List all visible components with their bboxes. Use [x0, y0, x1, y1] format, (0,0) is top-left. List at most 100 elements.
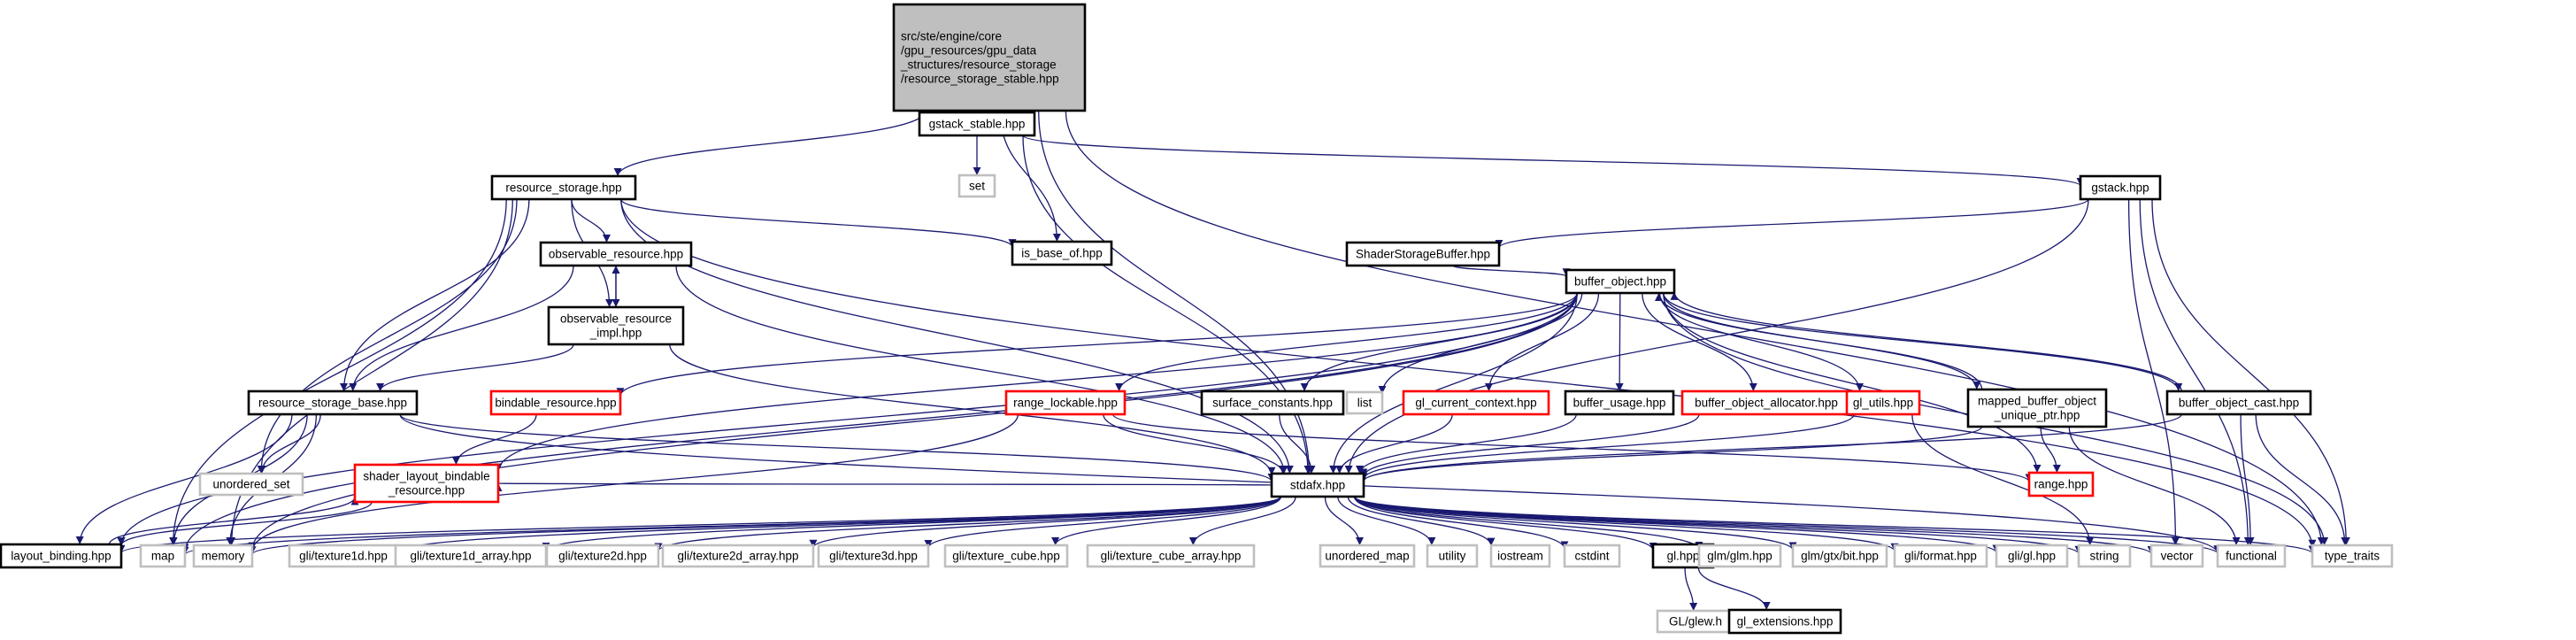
node-string[interactable]: string [2077, 544, 2132, 568]
dependency-edge [2240, 413, 2255, 546]
node-resource-storage[interactable]: resource_storage.hpp [490, 174, 637, 201]
node-layout-binding[interactable]: layout_binding.hpp [0, 543, 123, 569]
dependency-edge [1103, 413, 1288, 474]
node-buffer-object[interactable]: buffer_object.hpp [1565, 268, 1676, 295]
node-texture1d[interactable]: gli/texture1d.hpp [288, 544, 399, 568]
node-list[interactable]: list [1345, 390, 1384, 415]
node-label: _resource.hpp [388, 484, 465, 497]
node-stdafx[interactable]: stdafx.hpp [1270, 472, 1365, 498]
edge-buffer_object-to-gl_current_context [1485, 292, 1600, 392]
dependency-edge [620, 198, 1294, 474]
node-box [2077, 544, 2132, 568]
node-box [192, 544, 254, 568]
node-functional[interactable]: functional [2216, 544, 2287, 568]
node-texture2d-array[interactable]: gli/texture2d_array.hpp [661, 544, 815, 568]
node-surface-constants[interactable]: surface_constants.hpp [1200, 389, 1345, 416]
node-texture-cube[interactable]: gli/texture_cube.hpp [943, 544, 1069, 568]
node-label: gl_current_context.hpp [1415, 397, 1536, 410]
node-label: unordered_map [1325, 550, 1409, 563]
node-glm[interactable]: glm/glm.hpp [1697, 544, 1782, 568]
node-label: _structures/resource_storage [900, 58, 1057, 72]
node-gli-gl[interactable]: gli/gl.hpp [1995, 544, 2069, 568]
dependency-edge [809, 496, 1282, 549]
node-range-lockable[interactable]: range_lockable.hpp [1004, 389, 1127, 416]
node-set[interactable]: set [957, 173, 996, 198]
node-iostream[interactable]: iostream [1489, 544, 1551, 568]
node-unordered-set[interactable]: unordered_set [198, 472, 304, 497]
node-box [1086, 544, 1256, 568]
node-shader-layout-bindable[interactable]: shader_layout_bindable_resource.hpp [353, 463, 500, 504]
dependency-edge [1911, 413, 2095, 546]
node-buffer-usage[interactable]: buffer_usage.hpp [1564, 389, 1675, 416]
node-box [817, 544, 930, 568]
node-label: vector [2161, 550, 2194, 563]
node-observable-resource[interactable]: observable_resource.hpp [539, 241, 693, 267]
node-mapped-buffer-object[interactable]: mapped_buffer_object_unique_ptr.hpp [1966, 388, 2108, 428]
node-box [139, 544, 187, 568]
dependency-edge [1111, 413, 2034, 482]
node-is-base-of[interactable]: is_base_of.hpp [1011, 240, 1113, 266]
dependency-edge [542, 496, 1282, 551]
node-label: gli/format.hpp [1904, 550, 1977, 563]
node-utility[interactable]: utility [1426, 544, 1479, 568]
node-texture2d[interactable]: gli/texture2d.hpp [545, 544, 660, 568]
dependency-edge [613, 110, 927, 177]
node-box [892, 3, 1087, 112]
node-type-traits[interactable]: type_traits [2311, 544, 2394, 568]
node-label: cstdint [1574, 550, 1609, 563]
dependency-edge [1337, 496, 1436, 546]
dependency-edge [1324, 496, 1364, 546]
node-range[interactable]: range.hpp [2027, 471, 2095, 497]
node-texture1d-array[interactable]: gli/texture1d_array.hpp [394, 544, 548, 568]
dependency-edge [399, 413, 1276, 482]
node-box [1345, 241, 1501, 267]
node-box [1845, 389, 1921, 416]
edge-buffer_object-to-stdafx [1329, 292, 1578, 474]
node-box [2079, 174, 2162, 201]
edge-range_lockable-to-memory [248, 413, 1019, 551]
edge-buffer_usage-to-stdafx [1356, 413, 1577, 474]
dependency-edge [1344, 198, 2089, 474]
node-bindable-resource[interactable]: bindable_resource.hpp [489, 389, 622, 416]
dependency-edge [1188, 496, 1296, 546]
node-map[interactable]: map [139, 544, 187, 568]
node-root[interactable]: src/ste/engine/core/gpu_resources/gpu_da… [892, 3, 1087, 112]
node-gstack[interactable]: gstack.hpp [2079, 174, 2162, 201]
node-observable-resource-impl[interactable]: observable_resource_impl.hpp [547, 305, 685, 346]
node-resource-storage-base[interactable]: resource_storage_base.hpp [247, 389, 419, 416]
dependency-edge [1051, 496, 1282, 546]
node-vector[interactable]: vector [2149, 544, 2204, 568]
node-memory[interactable]: memory [192, 544, 254, 568]
edge-buffer_object-to-bindable_resource [616, 292, 1578, 397]
dependency-edge [620, 198, 1017, 248]
node-ShaderStorageBuffer[interactable]: ShaderStorageBuffer.hpp [1345, 241, 1501, 267]
edge-buffer_object-to-shader_layout_bindable [494, 292, 1578, 472]
edge-gstack-to-functional [2139, 198, 2252, 546]
node-label: utility [1439, 550, 1466, 563]
node-label: gl.hpp [1667, 550, 1700, 563]
dependency-edge [1022, 135, 2085, 187]
node-texture3d[interactable]: gli/texture3d.hpp [817, 544, 930, 568]
node-gstack-stable[interactable]: gstack_stable.hpp [918, 111, 1036, 137]
node-texture-cube-array[interactable]: gli/texture_cube_array.hpp [1086, 544, 1256, 568]
edge-gstack_stable-to-stdafx [1022, 135, 1312, 474]
edge-stdafx-to-functional [1353, 496, 2222, 555]
node-box [943, 544, 1069, 568]
node-glew[interactable]: GL/glew.h [1656, 609, 1735, 634]
node-label: buffer_object.hpp [1574, 275, 1666, 289]
node-unordered-map[interactable]: unordered_map [1319, 544, 1416, 568]
edge-shader_layout_bindable-to-layout_binding [117, 501, 373, 546]
node-cstdint[interactable]: cstdint [1563, 544, 1621, 568]
dependency-edge [349, 265, 574, 392]
node-buffer-object-cast[interactable]: buffer_object_cast.hpp [2165, 389, 2312, 416]
node-glm-bit[interactable]: glm/gtx/bit.hpp [1791, 544, 1888, 568]
node-gl-current-context[interactable]: gl_current_context.hpp [1402, 389, 1550, 416]
node-box [394, 544, 548, 568]
node-box [918, 111, 1036, 137]
node-gl-utils[interactable]: gl_utils.hpp [1845, 389, 1921, 416]
edge-layout_binding-to-shader_layout_bindable [108, 497, 359, 545]
node-buffer-object-allocator[interactable]: buffer_object_allocator.hpp [1680, 389, 1852, 416]
node-gli-format[interactable]: gli/format.hpp [1893, 544, 1988, 568]
edge-resource_storage-to-map [169, 198, 507, 546]
node-gl-extensions[interactable]: gl_extensions.hpp [1727, 608, 1842, 635]
